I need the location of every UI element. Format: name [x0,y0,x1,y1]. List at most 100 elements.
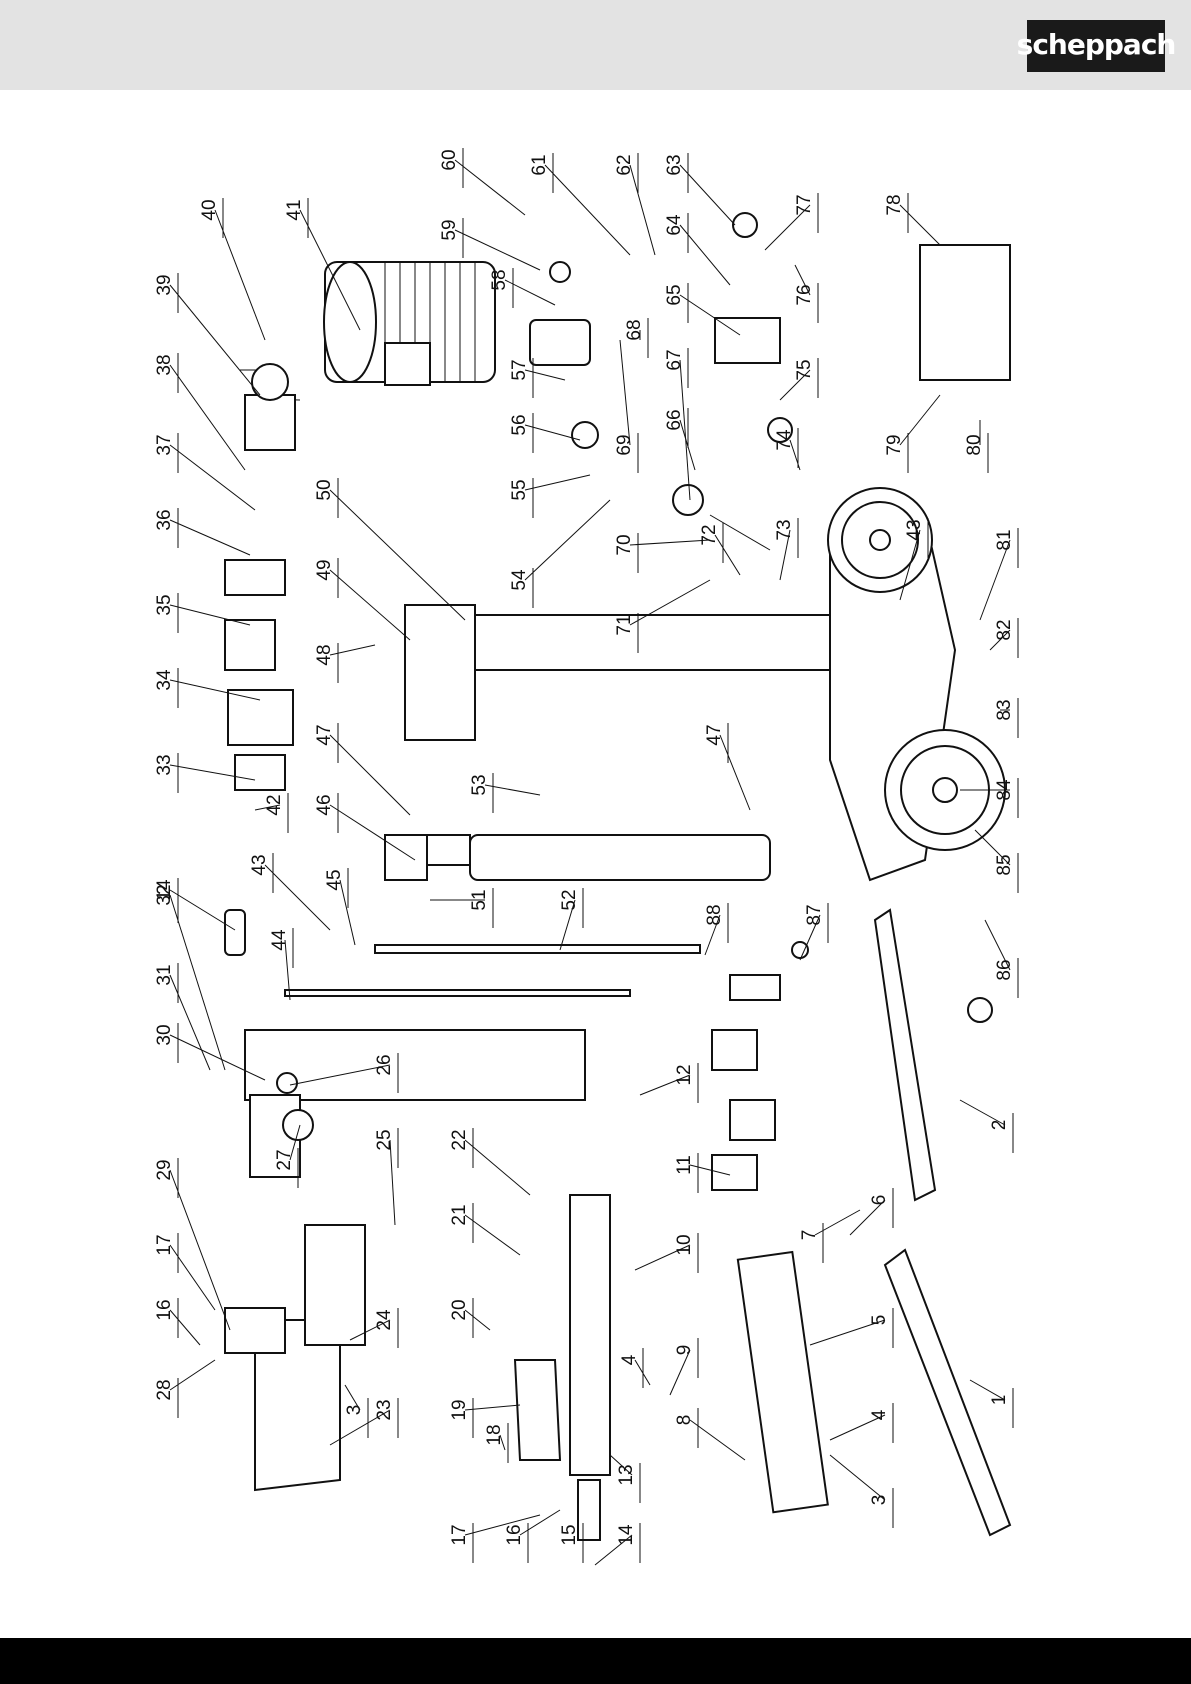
callout-leader-line [170,1245,215,1310]
callout-leader-line [630,165,655,255]
callout: 16 [504,1510,560,1563]
callout-number: 14 [616,1524,637,1546]
callout-number: 37 [154,434,175,455]
callout-leader-line [265,865,330,930]
callout-number: 17 [154,1234,175,1255]
side-table-arm [570,1195,610,1475]
callout-leader-line [830,1455,885,1500]
callout-number: 2 [989,1120,1010,1131]
callout-leader-line [900,395,940,445]
callout-number: 15 [559,1524,580,1545]
callout-number: 47 [704,724,725,745]
callout-number: 55 [509,479,530,500]
callout-number: 65 [664,284,685,305]
callout-number: 12 [674,1064,695,1085]
callout-leader-line [170,1170,230,1330]
callout-number: 27 [274,1149,295,1170]
callout: 43 [249,853,330,930]
callout-number: 4 [869,1409,890,1420]
callout-number: 75 [794,359,815,380]
callout-leader-line [170,520,250,555]
callout-number: 76 [794,284,815,305]
callout-leader-line [330,570,410,640]
pump-cover [920,245,1010,380]
callout-number: 24 [374,1309,395,1331]
callout-number: 33 [154,754,175,775]
support-plate-2 [875,910,935,1200]
callout-number: 35 [154,594,175,615]
callout-number: 16 [154,1299,175,1320]
callout-number: 30 [154,1024,175,1045]
callout-number: 61 [529,154,550,175]
callout-leader-line [525,475,590,490]
callout: 47 [704,723,750,810]
callout-number: 40 [199,199,220,220]
callout: 73 [774,518,798,580]
callout: 70 [614,533,710,573]
callout: 79 [884,395,940,473]
callout-number: 68 [624,319,645,340]
callout: 13 [610,1455,640,1503]
callout: 12 [640,1063,698,1103]
callout-number: 3 [344,1405,365,1416]
callout-leader-line [525,370,565,380]
callout: 45 [324,868,355,945]
callout: 17 [154,1233,215,1310]
callout-number: 67 [664,349,685,370]
callout: 64 [664,213,730,285]
callout-number: 8 [674,1415,695,1426]
callout-number: 39 [154,274,175,295]
callout-number: 72 [699,524,720,545]
callout-leader-line [465,1140,530,1195]
callout: 72 [699,523,740,575]
callout-number: 47 [314,724,335,745]
callout: 36 [154,508,250,555]
callout: 18 [484,1423,508,1463]
callout-number: 21 [449,1204,470,1225]
callout-number: 38 [154,354,175,375]
pump-part [530,320,590,365]
callout: 86 [985,920,1018,998]
callout: 10 [635,1233,698,1273]
callout: 14 [595,1523,640,1565]
callout: 80 [964,420,988,473]
callout: 88 [704,903,728,955]
callout-number: 69 [614,434,635,455]
callout: 37 [154,433,255,510]
callout: 39 [154,273,260,395]
push-rod [375,945,700,953]
callout-number: 28 [154,1379,175,1400]
callout-leader-line [980,540,1010,620]
callout-number: 26 [374,1054,395,1075]
callout: 4 [619,1348,650,1388]
callout: 21 [449,1203,520,1255]
callout-number: 43 [249,854,270,875]
callout-leader-line [630,540,710,545]
callout: 44 [269,928,293,1000]
callout: 58 [489,268,555,308]
callout: 68 [624,318,648,358]
page-header: scheppach [0,0,1191,90]
callout-number: 3 [869,1495,890,1506]
exploded-parts-diagram: 1233445678910111213141415161617171819202… [0,90,1191,1638]
callout-number: 51 [469,889,490,910]
callout-number: 17 [449,1524,470,1545]
callout: 8 [674,1408,745,1460]
callout: 69 [614,340,638,473]
callout: 5 [810,1308,893,1348]
callout-leader-line [520,1510,560,1535]
callout-number: 6 [869,1195,890,1206]
callout-number: 82 [994,619,1015,640]
callout-number: 62 [614,154,635,175]
callout-number: 19 [449,1399,470,1420]
callout-leader-line [545,165,630,255]
brand-logo: scheppach [1027,20,1165,72]
callout-number: 48 [314,644,335,665]
callout-leader-line [900,205,940,245]
callout-number: 11 [674,1155,695,1175]
grate [738,1252,828,1512]
callout: 48 [314,643,375,683]
callout-number: 49 [314,559,335,580]
callout: 20 [449,1298,490,1338]
callout: 85 [975,830,1018,893]
